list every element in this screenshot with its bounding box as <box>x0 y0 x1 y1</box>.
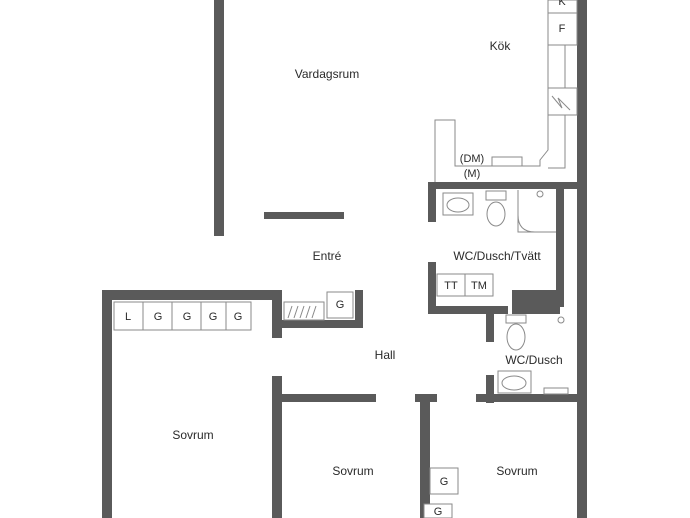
microwave-label: (M) <box>463 168 481 180</box>
washer-box <box>464 273 494 297</box>
wall-left-exterior <box>102 290 112 518</box>
bathroom-fixtures <box>436 190 569 395</box>
wall-mid-bedroom-top <box>272 394 376 402</box>
washbasin-2-bowl <box>501 375 527 391</box>
washer-label: TM <box>471 280 487 292</box>
wardrobe-g1-label: G <box>153 311 163 323</box>
toilet-2-bowl <box>506 323 526 351</box>
stove-symbol <box>551 95 571 111</box>
walls <box>102 0 587 518</box>
sink-box <box>491 156 523 167</box>
wall-wc-bottom <box>476 394 578 402</box>
tumble-dryer-label: TT <box>444 280 458 292</box>
bedroom-wardrobe-1-label: G <box>439 476 449 488</box>
wardrobe-linen <box>113 301 144 331</box>
wall-left-bedroom-right <box>272 290 282 338</box>
wall-kitchen-bottom <box>428 182 578 189</box>
entrance-wardrobe-label: G <box>335 299 345 311</box>
wall-bath-bottom <box>428 306 508 314</box>
wall-mid-bedroom-left <box>272 376 282 518</box>
towel-rail <box>543 387 569 395</box>
partition-entrance <box>264 212 344 219</box>
shelf-hatching <box>287 305 317 319</box>
wall-bath-inner-right <box>556 182 564 307</box>
wall-bath-left-upper <box>428 182 436 222</box>
entrance-wardrobe <box>326 291 354 319</box>
wardrobe-g1 <box>142 301 173 331</box>
wall-bath-step <box>512 290 560 314</box>
bedroom-wardrobe-2-label: G <box>433 506 443 518</box>
wardrobe-g3-label: G <box>208 311 218 323</box>
room-label-entrance: Entré <box>312 249 342 263</box>
wall-bedrooms-divider <box>420 394 430 518</box>
room-label-kitchen: Kök <box>489 39 511 53</box>
fridge-label: K <box>558 0 566 8</box>
wall-entrance-cab-bottom <box>282 320 362 328</box>
wall-living-left <box>214 0 224 236</box>
room-label-living: Vardagsrum <box>294 67 360 81</box>
washbasin-1-bowl <box>446 197 470 213</box>
wall-entrance-cab-right <box>355 290 363 328</box>
counter-right <box>434 0 549 182</box>
washbasin-1 <box>442 192 474 216</box>
bedroom-wardrobe-1 <box>429 467 459 495</box>
shower-1 <box>517 190 556 233</box>
room-label-bedroom-middle: Sovrum <box>332 464 374 478</box>
entrance-shelf <box>283 301 325 321</box>
toilet-1-bowl <box>486 201 506 227</box>
room-label-hall: Hall <box>374 348 396 362</box>
room-label-bedroom-right: Sovrum <box>496 464 538 478</box>
wardrobes <box>113 291 459 518</box>
shower-head-2 <box>557 316 565 324</box>
room-label-bedroom-left: Sovrum <box>172 428 214 442</box>
wardrobe-g3 <box>200 301 227 331</box>
shower-head-1 <box>536 190 544 198</box>
shower-1-curve <box>517 214 536 233</box>
wardrobe-g4-label: G <box>233 311 243 323</box>
wall-wc-lower-left <box>486 375 494 403</box>
room-label-wc-shower-laundry: WC/Dusch/Tvätt <box>453 249 541 263</box>
wall-wc-stub <box>486 312 494 342</box>
wall-bath-left-lower <box>428 262 436 314</box>
wardrobe-g4 <box>225 301 252 331</box>
kitchen-counter <box>434 0 578 182</box>
freezer-label: F <box>558 23 566 35</box>
wardrobe-g2-label: G <box>182 311 192 323</box>
room-label-wc-shower: WC/Dusch <box>505 353 563 367</box>
toilet-2-tank <box>505 314 527 324</box>
wall-left-bedroom-top <box>102 290 282 300</box>
bedroom-wardrobe-2 <box>423 503 453 518</box>
freezer-box <box>547 12 578 46</box>
toilet-1-tank <box>485 190 507 201</box>
counter-inner <box>548 0 566 169</box>
dishwasher-label: (DM) <box>459 153 485 165</box>
wall-exterior-right <box>577 0 587 518</box>
wardrobe-linen-label: L <box>124 311 132 323</box>
stove-box <box>547 87 578 116</box>
